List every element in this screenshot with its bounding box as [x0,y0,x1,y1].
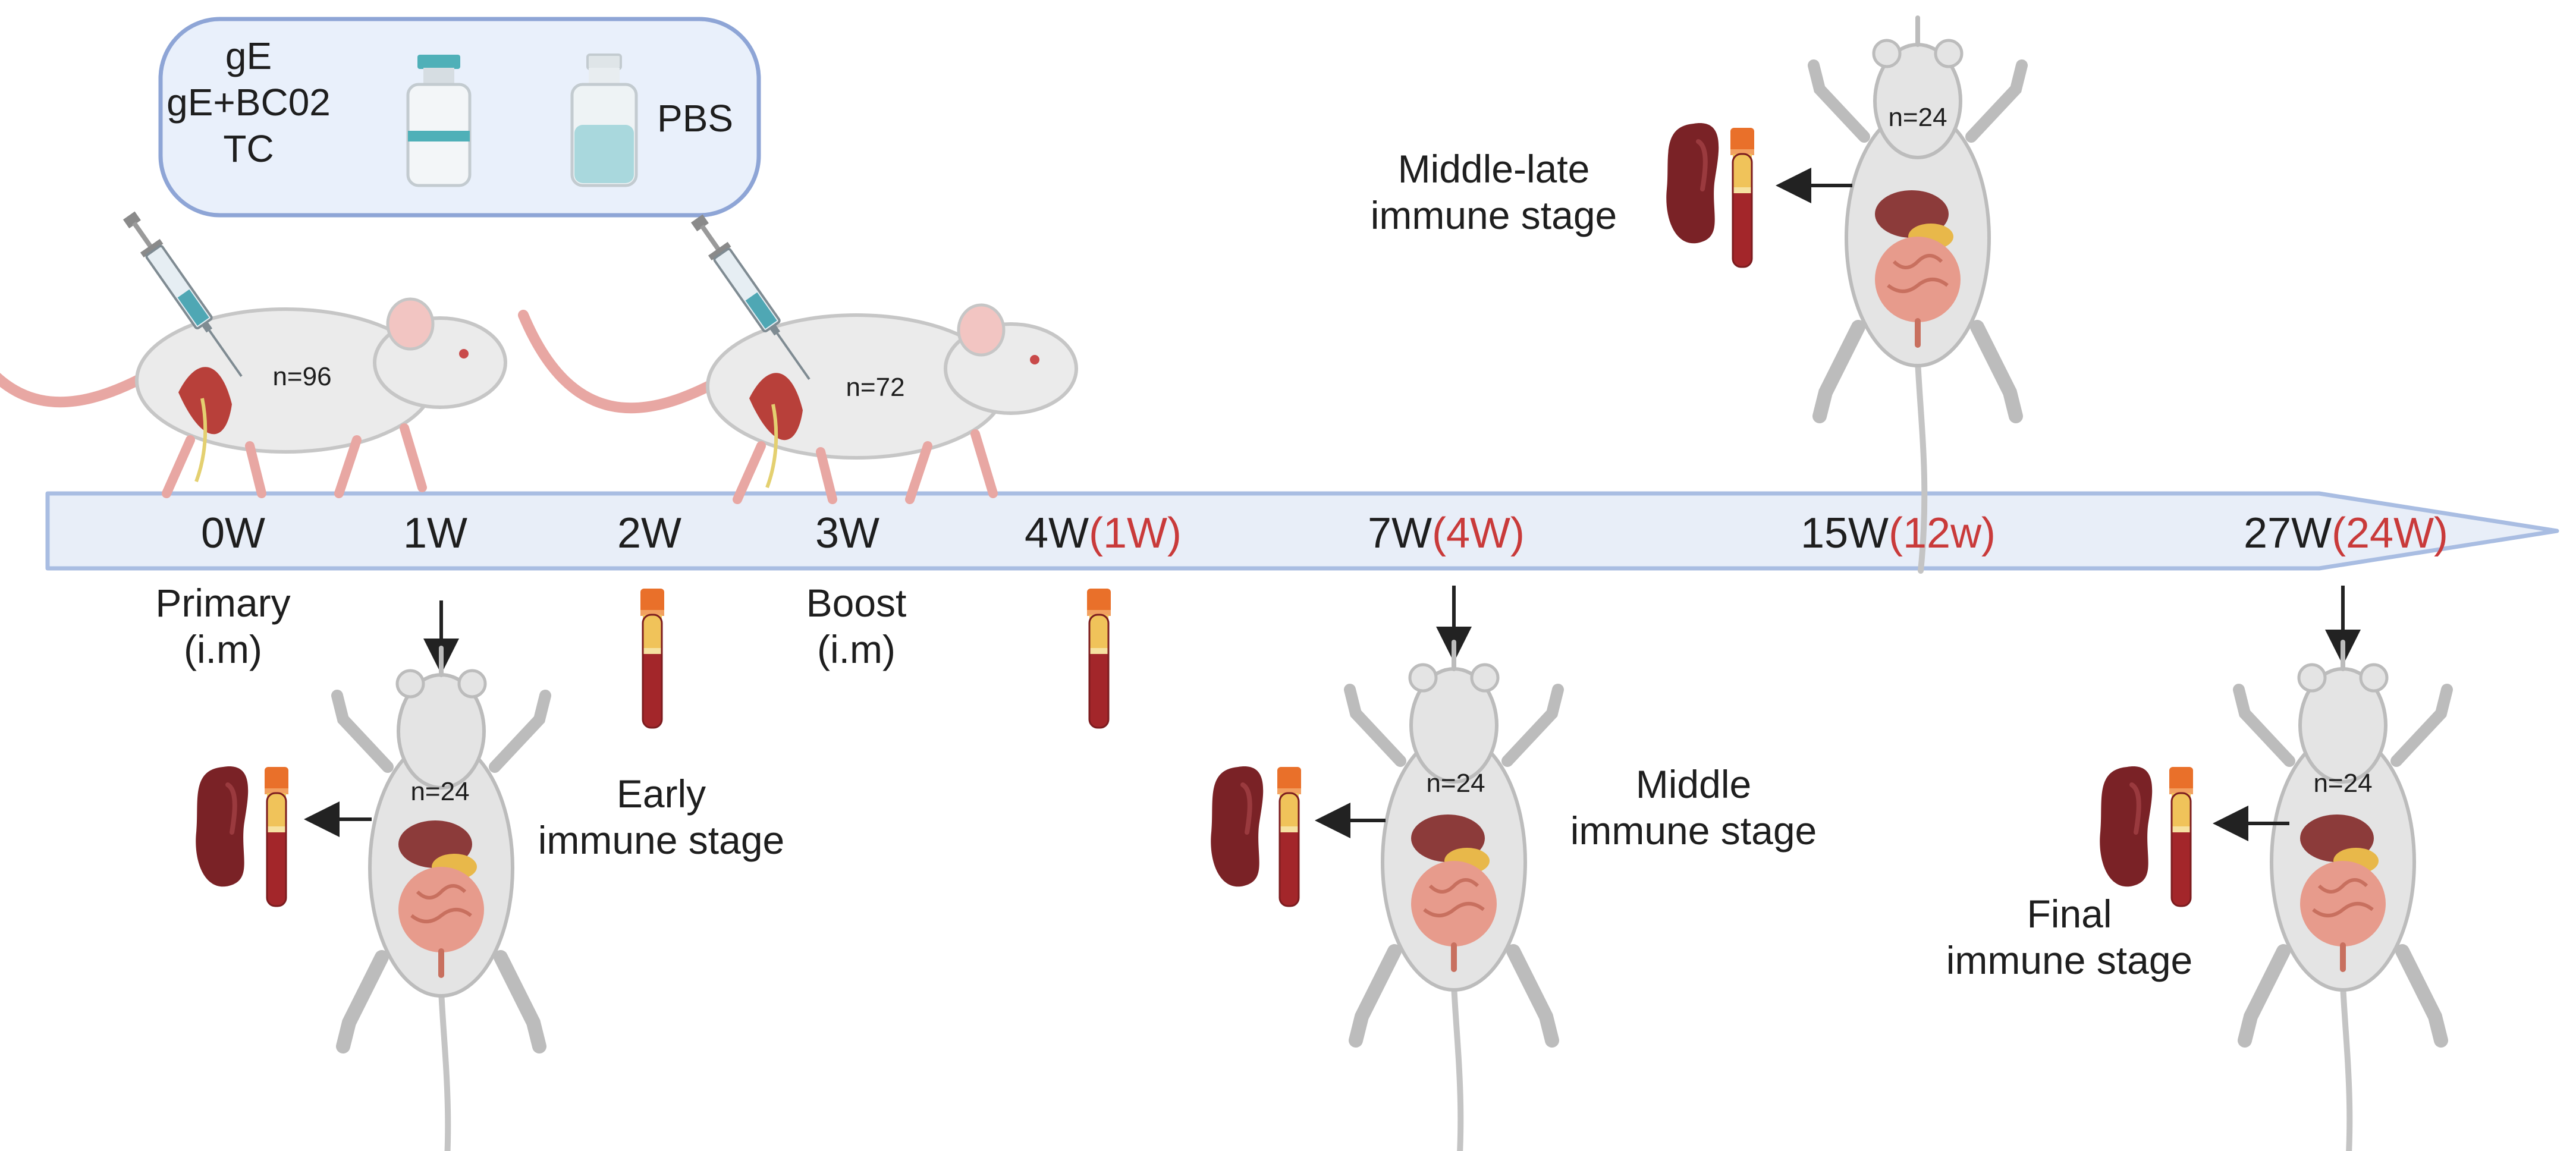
legend-groups: gE gE+BC02 TC [159,33,338,172]
tick-3w: 3W [815,510,879,557]
n-count-final: n=24 [2313,769,2373,798]
n-count-middle: n=24 [1426,769,1485,798]
legend-control-pbs: PBS [657,97,734,140]
blood-tube-4w-icon [1086,587,1112,729]
pbs-vial-icon [570,54,638,187]
tick-27w: 27W(24W) [2243,510,2449,557]
tick-4w: 4W(1W) [1025,510,1182,557]
tick-2w: 2W [617,510,681,557]
spleen-middle-late-icon [1666,123,1719,243]
mouse-early-stage-icon [337,648,545,1151]
boost-injection-label: Boost (i.m) [806,581,907,671]
legend-group-ge: gE [225,34,272,77]
mouse-middle-stage-icon [1350,642,1558,1151]
blood-tube-middle-icon [1276,766,1302,907]
spleen-middle-icon [1211,766,1263,886]
spleen-early-icon [196,766,248,886]
vaccine-vial-icon [406,55,472,187]
n-count-boost: n=72 [846,373,905,402]
blood-tube-early-icon [263,766,290,907]
blood-tube-final-icon [2168,766,2194,907]
primary-injection-label: Primary (i.m) [155,581,291,671]
spleen-final-icon [2100,766,2152,886]
mouse-middle-late-stage-icon [1814,18,2022,571]
tick-0w: 0W [201,510,265,557]
early-stage-label: Early immune stage [538,772,785,862]
mouse-final-stage-icon [2239,642,2447,1151]
mouse-primary-injection-icon [0,299,505,493]
n-count-middle-late: n=24 [1888,103,1947,132]
tick-15w: 15W(12w) [1800,510,1996,557]
mouse-boost-injection-icon [523,305,1076,499]
n-count-primary: n=96 [272,362,332,391]
blood-tube-middle-late-icon [1729,127,1755,268]
timeline-arrow [45,491,2559,571]
blood-tube-2w-icon [639,587,665,729]
middle-stage-label: Middle immune stage [1570,762,1817,853]
middle-late-stage-label: Middle-late immune stage [1370,147,1617,237]
legend-group-ge-bc02: gE+BC02 [167,81,331,124]
tick-7w: 7W(4W) [1368,510,1525,557]
final-stage-label: Final immune stage [1946,892,2193,982]
tick-1w: 1W [403,510,467,557]
n-count-early: n=24 [410,777,470,806]
legend-group-tc: TC [223,127,274,170]
